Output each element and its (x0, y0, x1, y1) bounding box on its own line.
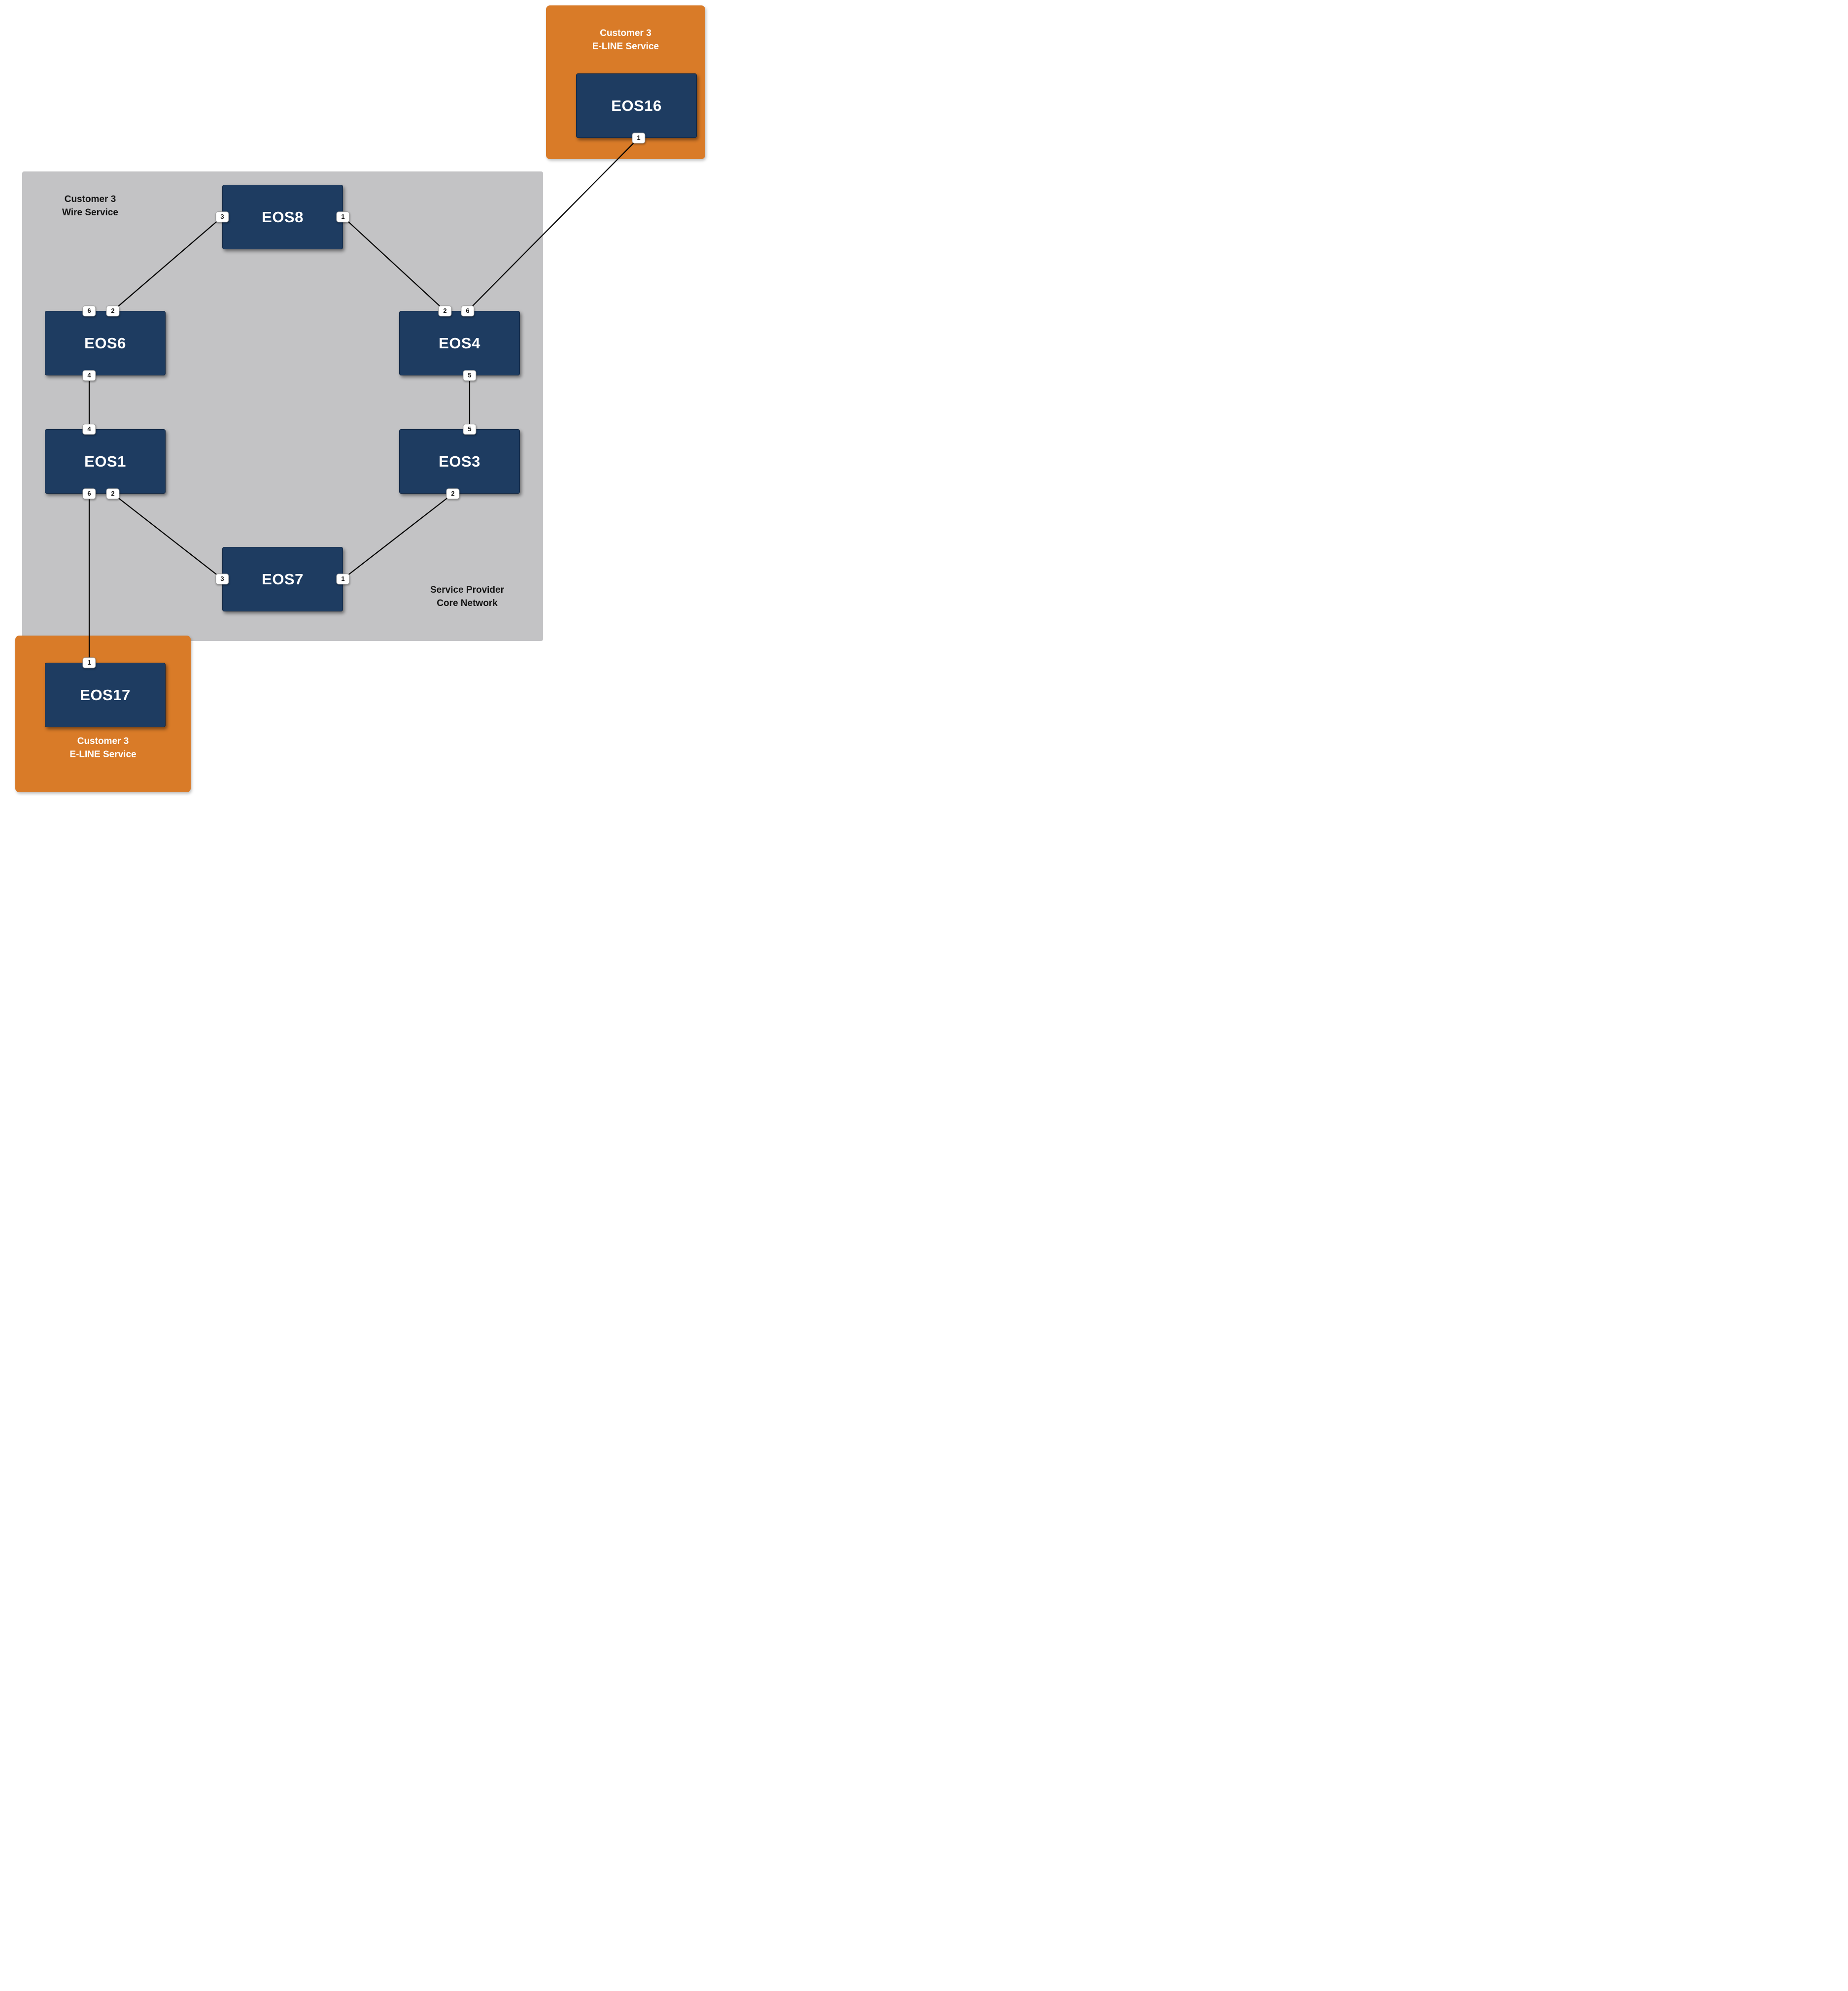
port-eos4-5: 5 (463, 370, 477, 381)
link-eos6-p2-eos8-p3 (112, 216, 223, 311)
port-eos6-6: 6 (82, 305, 96, 316)
port-eos3-5: 5 (463, 424, 477, 435)
node-eos4-label: EOS4 (439, 334, 480, 352)
node-eos3: EOS3 (399, 429, 520, 494)
core-network-label: Service Provider Core Network (430, 585, 504, 609)
link-eos7-p1-eos3-p2 (342, 493, 453, 579)
node-eos7: EOS7 (222, 547, 343, 611)
core-corner-label: Customer 3 Wire Service (62, 194, 118, 218)
port-eos16-1: 1 (632, 133, 646, 143)
port-eos8-3: 3 (215, 211, 229, 222)
port-eos4-6: 6 (461, 305, 475, 316)
port-eos7-3: 3 (215, 574, 229, 584)
link-eos4-p6-eos16-p1 (467, 137, 639, 311)
node-eos16-label: EOS16 (611, 97, 662, 114)
port-eos3-2: 2 (446, 488, 460, 499)
port-eos1-4: 4 (82, 424, 96, 435)
node-eos3-label: EOS3 (439, 452, 480, 470)
port-eos6-2: 2 (106, 305, 120, 316)
node-eos8: EOS8 (222, 185, 343, 249)
node-eos16: EOS16 (576, 73, 697, 138)
node-eos1-label: EOS1 (84, 452, 126, 470)
port-eos7-1: 1 (336, 574, 350, 584)
link-eos1-p2-eos7-p3 (112, 493, 223, 579)
node-eos8-label: EOS8 (262, 208, 304, 226)
port-eos1-2: 2 (106, 488, 120, 499)
port-eos4-2: 2 (438, 305, 452, 316)
port-eos1-6: 6 (82, 488, 96, 499)
node-eos6-label: EOS6 (84, 334, 126, 352)
node-eos17-label: EOS17 (80, 686, 131, 704)
port-eos8-1: 1 (336, 211, 350, 222)
link-eos8-p1-eos4-p2 (342, 216, 445, 311)
port-eos17-1: 1 (82, 657, 96, 668)
node-eos7-label: EOS7 (262, 570, 304, 588)
node-eos17: EOS17 (45, 663, 166, 727)
node-eos6: EOS6 (45, 311, 166, 375)
node-eos1: EOS1 (45, 429, 166, 494)
link-lines-layer (88, 137, 639, 663)
port-eos6-4: 4 (82, 370, 96, 381)
eline-bottom-label: Customer 3 E-LINE Service (69, 736, 137, 760)
eline-top-label: Customer 3 E-LINE Service (592, 28, 659, 52)
node-eos4: EOS4 (399, 311, 520, 375)
network-diagram-canvas: Customer 3 Wire Service Service Provider… (0, 0, 739, 796)
